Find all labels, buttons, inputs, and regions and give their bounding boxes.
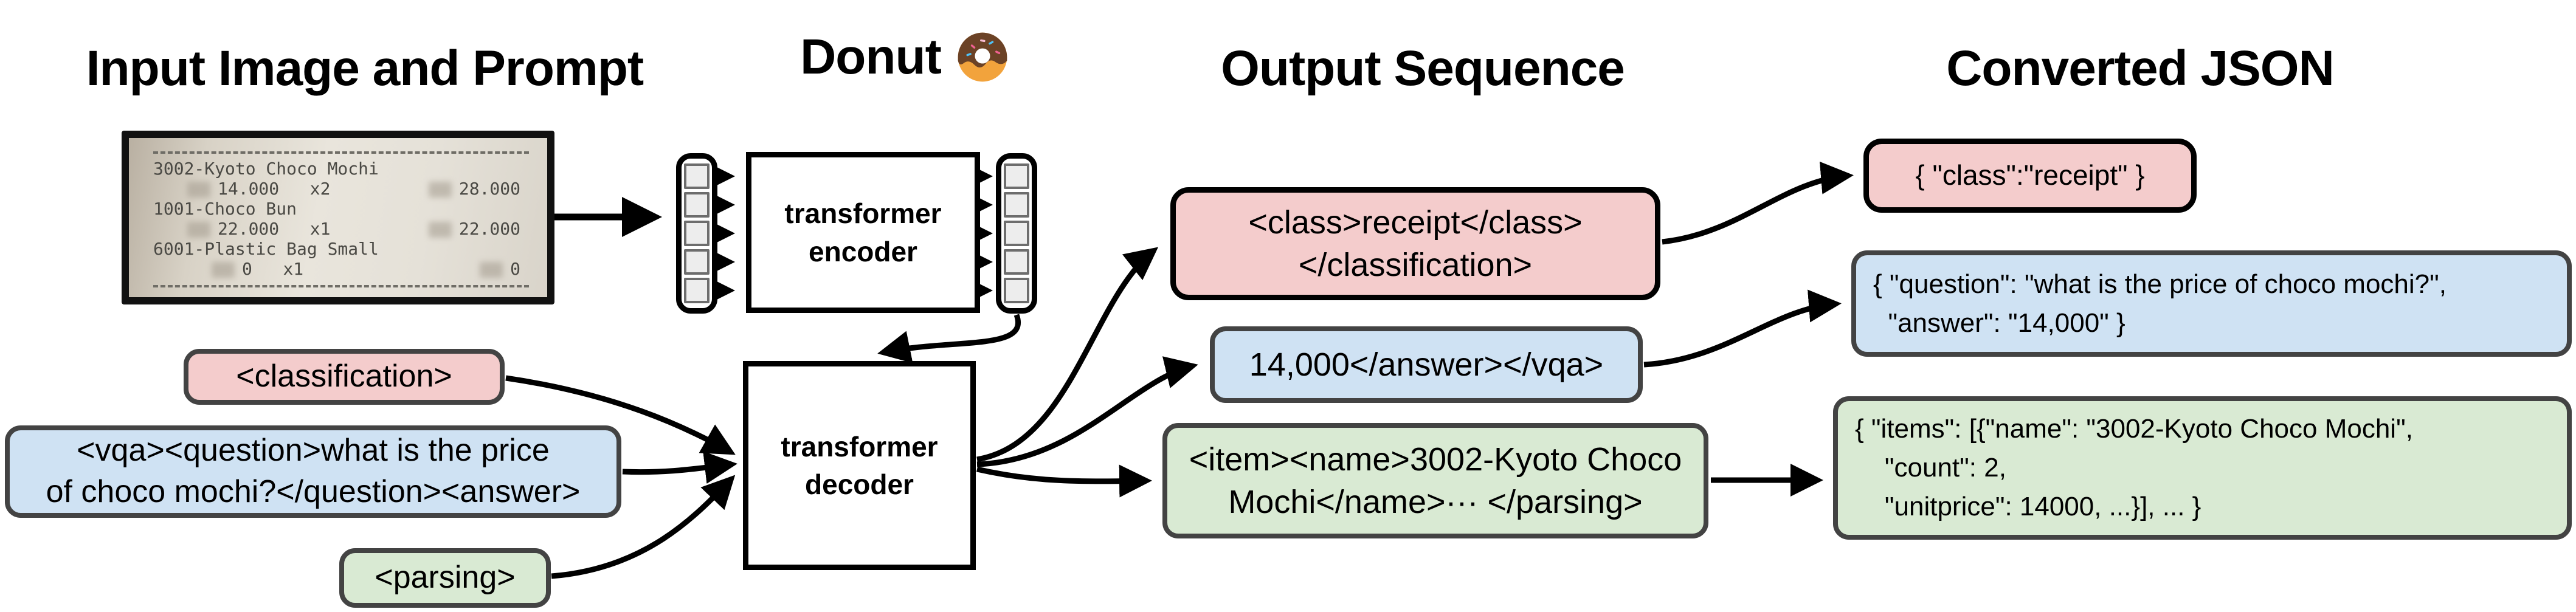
arrow-encoder-to-decoder <box>877 314 1021 363</box>
heading-converted-json: Converted JSON <box>1946 41 2335 96</box>
receipt-image: 3002-Kyoto Choco Mochi 14.000 x2 28.000 … <box>122 131 554 304</box>
heading-model: Donut <box>748 28 1064 86</box>
json-vqa-line2: "answer": "14,000" } <box>1873 308 2125 338</box>
encoder-input-token-column <box>676 153 717 314</box>
redacted-patch <box>480 262 503 278</box>
prompt-vqa-line1: <vqa><question>what is the price <box>77 433 550 469</box>
feature-token <box>1004 192 1029 218</box>
redacted-patch <box>187 222 210 238</box>
feature-token <box>1004 249 1029 275</box>
encoder-label-line2: encoder <box>809 235 917 267</box>
patch-token <box>684 192 710 218</box>
output-vqa-text: 14,000</answer></vqa> <box>1249 346 1604 383</box>
receipt-dashed-line <box>153 285 529 287</box>
output-classification-line2: </classification> <box>1298 247 1533 283</box>
receipt-dashed-line <box>153 151 529 154</box>
patch-token <box>684 163 710 189</box>
prompt-vqa-line2: of choco mochi?</question><answer> <box>46 474 581 509</box>
json-classification-text: { "class":"receipt" } <box>1915 159 2145 191</box>
arrow-vqa-prompt-to-decoder <box>622 451 737 484</box>
prompt-vqa-box: <vqa><question>what is the price of choc… <box>5 425 621 518</box>
arrow-decoder-to-vqa-output <box>976 356 1198 467</box>
arrow-classification-output-to-json <box>1662 161 1854 245</box>
receipt-item-price-row: 22.000 x1 22.000 <box>153 219 529 239</box>
arrow-decoder-to-parsing-output <box>976 464 1152 498</box>
receipt-item-name: 3002-Kyoto Choco Mochi <box>153 159 379 179</box>
json-vqa-box: { "question": "what is the price of choc… <box>1851 250 2572 357</box>
receipt-total: 22.000 <box>458 219 520 239</box>
json-parsing-line1: { "items": [{"name": "3002-Kyoto Choco M… <box>1855 414 2413 444</box>
output-classification-box: <class>receipt</class> </classification> <box>1170 187 1660 300</box>
json-classification-box: { "class":"receipt" } <box>1863 139 2197 213</box>
receipt-item-price-row: 0 x1 0 <box>153 259 529 279</box>
prompt-classification-box: <classification> <box>184 349 505 405</box>
receipt-total: 28.000 <box>458 179 520 199</box>
redacted-patch <box>212 262 235 278</box>
receipt-item-price-row: 14.000 x2 28.000 <box>153 179 529 199</box>
redacted-patch <box>428 222 452 238</box>
receipt-qty: x2 <box>309 179 331 199</box>
json-parsing-line2: "count": 2, <box>1855 453 2006 483</box>
encoder-output-token-column <box>996 153 1037 314</box>
encoder-label-line1: transformer <box>784 198 942 230</box>
heading-model-label: Donut <box>800 29 942 84</box>
output-parsing-line1: <item><name>3002-Kyoto Choco <box>1189 441 1682 478</box>
json-vqa-line1: { "question": "what is the price of choc… <box>1873 269 2447 299</box>
output-parsing-box: <item><name>3002-Kyoto Choco Mochi</name… <box>1162 423 1708 538</box>
patch-token <box>684 221 710 246</box>
receipt-item-name: 6001-Plastic Bag Small <box>153 239 379 259</box>
json-parsing-box: { "items": [{"name": "3002-Kyoto Choco M… <box>1833 396 2572 540</box>
feature-token <box>1004 278 1029 303</box>
transformer-decoder-box: transformer decoder <box>743 361 976 570</box>
donut-emoji <box>953 28 1012 86</box>
output-vqa-box: 14,000</answer></vqa> <box>1210 326 1643 403</box>
receipt-qty: x1 <box>283 259 304 279</box>
receipt-item-name: 1001-Choco Bun <box>153 199 297 219</box>
prompt-classification-text: <classification> <box>236 359 452 394</box>
receipt-total: 0 <box>510 259 520 279</box>
decoder-label-line1: transformer <box>781 430 938 462</box>
patch-token <box>684 278 710 303</box>
receipt-unit-price: 14.000 <box>218 179 280 199</box>
transformer-encoder-box: transformer encoder <box>746 152 980 313</box>
prompt-parsing-text: <parsing> <box>375 560 516 596</box>
redacted-patch <box>187 182 210 198</box>
prompt-parsing-box: <parsing> <box>339 548 551 608</box>
feature-token <box>1004 163 1029 189</box>
output-classification-line1: <class>receipt</class> <box>1248 204 1583 241</box>
arrow-vqa-output-to-json <box>1643 289 1842 368</box>
heading-output-sequence: Output Sequence <box>1221 41 1625 96</box>
json-parsing-line3: "unitprice": 14000, ...}], ... } <box>1855 491 2201 521</box>
receipt-qty: x1 <box>309 219 331 239</box>
feature-token <box>1004 221 1029 246</box>
decoder-label-line2: decoder <box>805 469 914 500</box>
receipt-unit-price: 0 <box>242 259 252 279</box>
receipt-unit-price: 22.000 <box>218 219 280 239</box>
redacted-patch <box>428 182 452 198</box>
patch-token <box>684 249 710 275</box>
output-parsing-line2: Mochi</name>··· </parsing> <box>1228 484 1643 520</box>
heading-input-image-and-prompt: Input Image and Prompt <box>86 41 644 96</box>
